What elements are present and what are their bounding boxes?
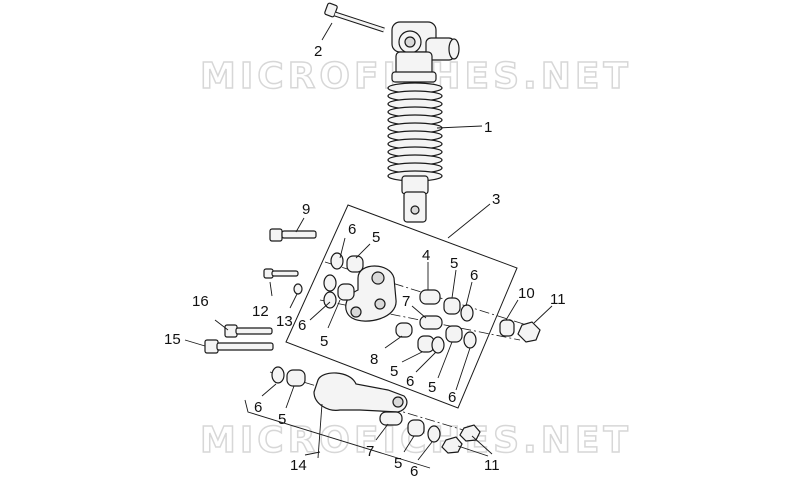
callout-7b: 7 bbox=[366, 443, 374, 460]
callout-1: 1 bbox=[484, 119, 492, 136]
callout-5b: 5 bbox=[450, 255, 458, 272]
shock-absorber bbox=[387, 21, 460, 223]
callout-5e: 5 bbox=[428, 379, 436, 396]
callout-6d: 6 bbox=[406, 373, 414, 390]
callout-6f: 6 bbox=[254, 399, 262, 416]
nut-10 bbox=[499, 319, 515, 337]
callout-6a: 6 bbox=[348, 221, 356, 238]
rocker-link bbox=[345, 265, 397, 322]
bolt-2 bbox=[324, 2, 385, 33]
callout-10: 10 bbox=[518, 285, 535, 302]
callout-11b: 11 bbox=[484, 457, 500, 474]
callout-15: 15 bbox=[164, 331, 181, 348]
bolt-12 bbox=[263, 268, 299, 279]
callout-12: 12 bbox=[252, 303, 269, 320]
callout-5g: 5 bbox=[394, 455, 402, 472]
callout-6b: 6 bbox=[470, 267, 478, 284]
callout-7a: 7 bbox=[402, 293, 410, 310]
callout-6e: 6 bbox=[448, 389, 456, 406]
callout-5f: 5 bbox=[278, 411, 286, 428]
callout-3: 3 bbox=[492, 191, 500, 208]
kit-frame bbox=[285, 204, 518, 409]
nut-11-upper bbox=[517, 321, 541, 343]
washer-13 bbox=[293, 283, 303, 295]
callout-5d: 5 bbox=[390, 363, 398, 380]
callout-16: 16 bbox=[192, 293, 209, 310]
callout-6g: 6 bbox=[410, 463, 418, 480]
callout-6c: 6 bbox=[298, 317, 306, 334]
callout-4: 4 bbox=[422, 247, 430, 264]
bolt-9 bbox=[269, 228, 317, 242]
lower-bushings bbox=[379, 411, 481, 454]
callout-14: 14 bbox=[290, 457, 307, 474]
callout-5a: 5 bbox=[372, 229, 380, 246]
callout-5c: 5 bbox=[320, 333, 328, 350]
leader-lines bbox=[184, 22, 553, 461]
callout-13: 13 bbox=[276, 313, 293, 330]
callout-11a: 11 bbox=[550, 291, 566, 308]
bolt-15 bbox=[204, 339, 274, 354]
callout-labels: 2 1 3 9 6 5 4 5 6 10 11 16 12 13 7 6 5 1… bbox=[164, 43, 566, 480]
callout-8: 8 bbox=[370, 351, 378, 368]
washer-6-lower-left bbox=[271, 366, 285, 384]
callout-9: 9 bbox=[302, 201, 310, 218]
bushing-5-lower-left bbox=[286, 369, 306, 387]
callout-2: 2 bbox=[314, 43, 322, 60]
bolt-16 bbox=[224, 324, 273, 338]
